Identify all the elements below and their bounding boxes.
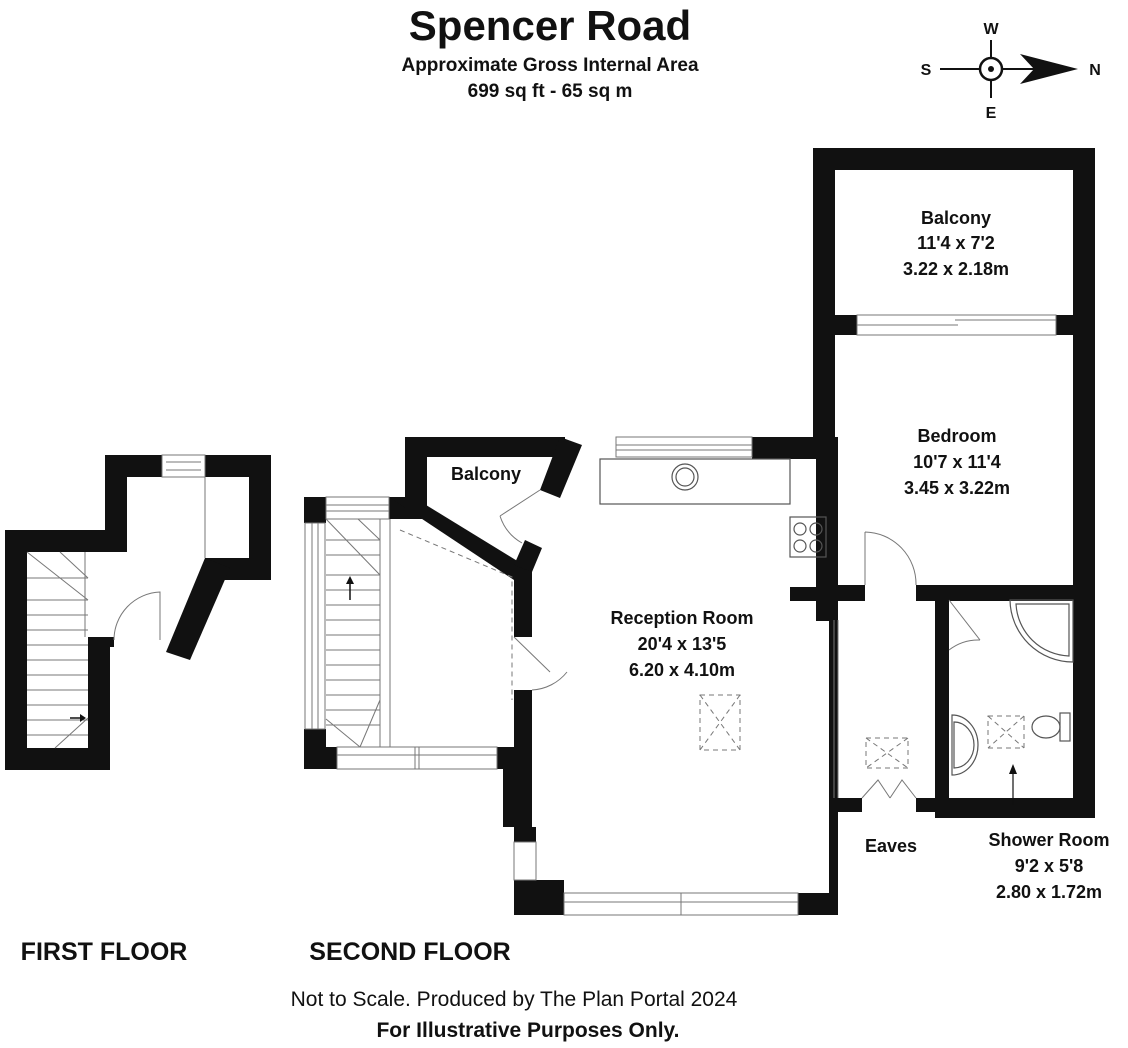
page-title: Spencer Road (409, 2, 691, 49)
area-value: 699 sq ft - 65 sq m (468, 81, 633, 102)
compass-icon (940, 40, 1078, 98)
compass-west-label: W (983, 21, 999, 38)
bedroom-metric: 3.45 x 3.22m (904, 478, 1010, 498)
reception-name: Reception Room (610, 608, 753, 628)
bedroom-name: Bedroom (917, 426, 996, 446)
first-floor-plan (5, 454, 271, 770)
balcony-north-imperial: 11'4 x 7'2 (917, 233, 995, 253)
disclaimer: For Illustrative Purposes Only. (376, 1019, 679, 1042)
second-floor-label: SECOND FLOOR (309, 938, 510, 966)
compass-east-label: E (986, 105, 997, 122)
reception-imperial: 20'4 x 13'5 (638, 634, 727, 654)
balcony-north-name: Balcony (921, 208, 991, 228)
area-label: Approximate Gross Internal Area (401, 55, 698, 76)
bedroom-imperial: 10'7 x 11'4 (913, 452, 1001, 472)
eaves-name: Eaves (865, 836, 917, 856)
shower-metric: 2.80 x 1.72m (996, 882, 1102, 902)
shower-name: Shower Room (988, 830, 1109, 850)
shower-imperial: 9'2 x 5'8 (1015, 856, 1084, 876)
compass-north-label: N (1089, 62, 1101, 79)
compass-south-label: S (921, 62, 932, 79)
first-floor-label: FIRST FLOOR (21, 938, 188, 966)
second-floor-plan (304, 148, 1095, 916)
scale-note: Not to Scale. Produced by The Plan Porta… (291, 988, 738, 1011)
reception-metric: 6.20 x 4.10m (629, 660, 735, 680)
balcony-small-name: Balcony (451, 464, 521, 484)
balcony-north-metric: 3.22 x 2.18m (903, 259, 1009, 279)
